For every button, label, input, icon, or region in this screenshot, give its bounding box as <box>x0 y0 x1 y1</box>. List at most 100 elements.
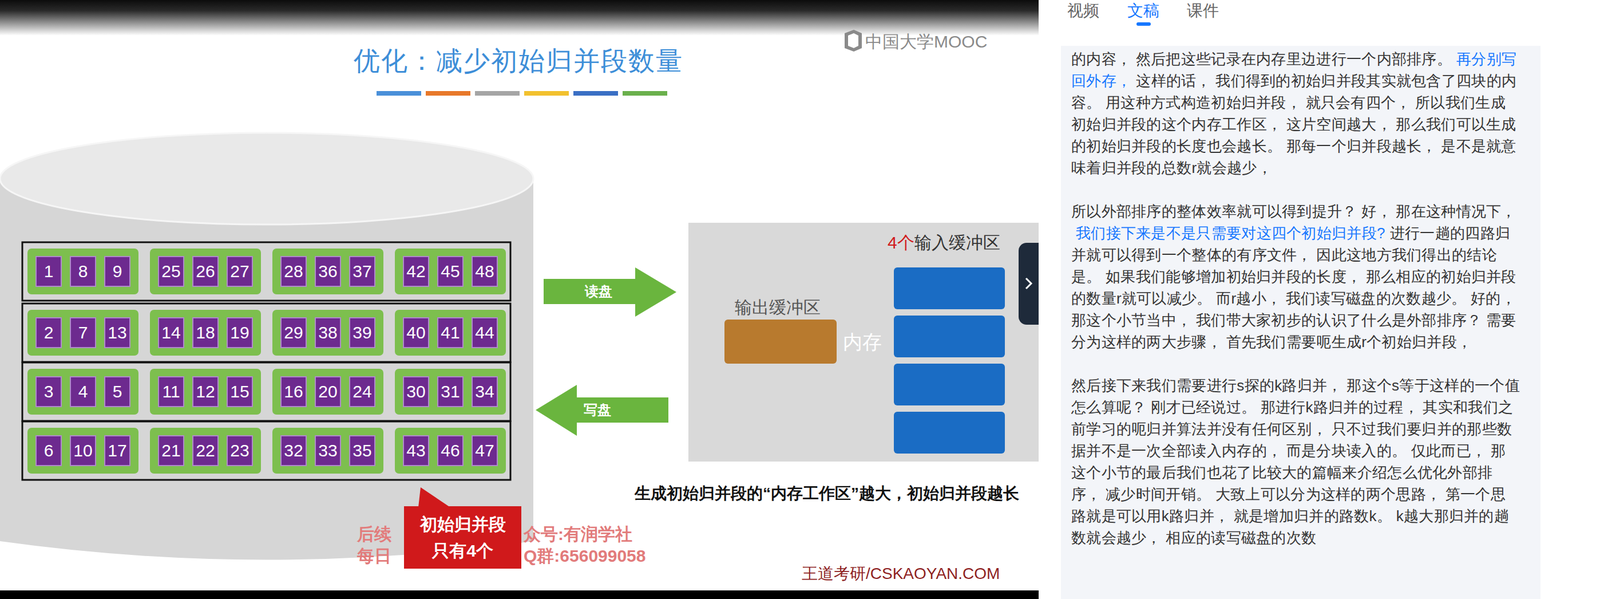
top-bar <box>0 0 1039 36</box>
record-square: 4 <box>69 375 97 407</box>
row-outline <box>22 303 511 362</box>
record-square: 45 <box>437 255 464 287</box>
arrow-label: 读盘 <box>584 282 613 301</box>
color-bar <box>376 90 422 96</box>
record-square: 27 <box>226 255 253 287</box>
input-buffer <box>893 267 1005 310</box>
group-block <box>394 427 506 474</box>
transcript-text: 进行一趟的四路归并就可以得到一个整体的有序文件， 因此这地方我们得出的结论是。 … <box>1071 224 1517 351</box>
record-square: 46 <box>437 434 464 466</box>
record-square: 35 <box>349 434 376 466</box>
record-key: 39 <box>352 322 372 343</box>
record-square: 26 <box>192 255 219 287</box>
record-square: 22 <box>192 434 219 466</box>
tab: 视频 <box>1067 0 1100 22</box>
note: 生成初始归并段的“内存工作区”越大，初始归并段越长 <box>634 482 1020 505</box>
record-square: 20 <box>314 375 342 407</box>
transcript-text: 这样的话， 我们得到的初始归并段其实就包含了四块的内容。 用这种方式构造初始归并… <box>1071 72 1517 177</box>
record-key: 43 <box>406 440 426 461</box>
record-key: 25 <box>161 261 181 281</box>
transcript-panel: 的内容， 然后把这些记录在内存里边进行一个内部排序。再分别写回外存，这样的话， … <box>1060 45 1541 599</box>
bottom-bar <box>0 589 1039 599</box>
color-bar <box>474 90 520 96</box>
group-block <box>272 309 384 356</box>
record-square: 40 <box>402 317 430 348</box>
record-square: 33 <box>314 434 342 466</box>
record-square: 23 <box>226 434 253 466</box>
record-key: 9 <box>112 261 123 281</box>
callout-pointer <box>418 486 451 508</box>
color-bar <box>425 90 471 96</box>
record-square: 39 <box>349 317 376 348</box>
record-square: 44 <box>471 317 498 348</box>
arrow-body <box>535 384 669 436</box>
record-square: 25 <box>157 255 185 287</box>
record-square: 1 <box>35 255 62 287</box>
arrow-label: 写盘 <box>583 400 612 419</box>
record-square: 37 <box>349 255 376 287</box>
record-square: 36 <box>314 255 342 287</box>
record-square: 41 <box>437 317 464 348</box>
record-square: 47 <box>471 434 498 466</box>
transcript-paragraph: 然后接下来我们需要进行s探的k路归并， 那这个s等于这样的一个值怎么算呢？ 刚才… <box>1071 374 1521 549</box>
tab-active: 文稿 <box>1127 0 1160 22</box>
chevron-line <box>1026 278 1032 289</box>
transcript-text: 的内容， 然后把这些记录在内存里边进行一个内部排序。 <box>1071 50 1452 68</box>
record-key: 18 <box>195 322 215 343</box>
group-block <box>394 309 506 356</box>
record-square: 19 <box>226 317 253 348</box>
transcript-highlight: 我们接下来是不是只需要对这四个初始归并段? <box>1075 224 1386 242</box>
record-key: 40 <box>406 322 426 343</box>
logo-icon <box>844 29 862 52</box>
record-square: 30 <box>402 375 430 407</box>
record-key: 35 <box>352 440 372 461</box>
disk-top <box>0 132 534 225</box>
input-buffer <box>893 315 1005 358</box>
record-key: 32 <box>283 440 303 461</box>
record-square: 21 <box>157 434 185 466</box>
record-key: 14 <box>161 322 181 343</box>
read-disk-arrow: 读盘 <box>543 267 677 317</box>
record-key: 31 <box>440 381 460 402</box>
color-bar <box>524 90 569 96</box>
record-key: 7 <box>78 322 89 343</box>
record-square: 43 <box>402 434 430 466</box>
record-key: 41 <box>440 322 460 343</box>
record-key: 8 <box>78 261 89 281</box>
arrow-body <box>543 267 677 317</box>
group-block <box>27 309 139 356</box>
record-key: 26 <box>195 261 215 281</box>
group-block <box>149 248 261 295</box>
record-square: 2 <box>35 317 62 348</box>
watermark: 每日 <box>357 544 392 568</box>
logo-text: 中国大学MOOC <box>865 30 988 54</box>
side-panel-ground <box>1038 0 1600 599</box>
tab: 课件 <box>1186 0 1219 22</box>
record-rows <box>22 242 511 480</box>
group-block <box>272 427 384 474</box>
record-key: 13 <box>107 322 127 343</box>
transcript-text: 然后接下来我们需要进行s探的k路归并， 那这个s等于这样的一个值怎么算呢？ 刚才… <box>1071 376 1520 546</box>
disk-body <box>0 178 534 560</box>
record-key: 1 <box>44 261 54 281</box>
record-square: 11 <box>157 375 185 407</box>
callout-text: 初始归并段 只有4个 <box>413 511 513 564</box>
tab-underline <box>1136 22 1151 26</box>
memory-label: 内存 <box>842 329 882 356</box>
record-key: 29 <box>283 322 303 343</box>
output-buffer-label: 输出缓冲区 <box>734 295 821 320</box>
group-block <box>149 368 261 415</box>
next-button <box>1018 242 1039 325</box>
record-square: 8 <box>69 255 97 287</box>
record-key: 24 <box>352 381 372 402</box>
record-square: 38 <box>314 317 342 348</box>
record-square: 28 <box>280 255 307 287</box>
group-block <box>149 309 261 356</box>
source-credit: 王道考研/CSKAOYAN.COM <box>801 562 1000 585</box>
record-square: 6 <box>35 434 62 466</box>
record-key: 30 <box>406 381 426 402</box>
transcript-paragraph: 所以外部排序的整体效率就可以得到提升？ 好， 那在这种情况下，我们接下来是不是只… <box>1071 200 1521 353</box>
record-square: 17 <box>104 434 131 466</box>
record-square: 18 <box>192 317 219 348</box>
slide-background <box>0 0 1039 599</box>
